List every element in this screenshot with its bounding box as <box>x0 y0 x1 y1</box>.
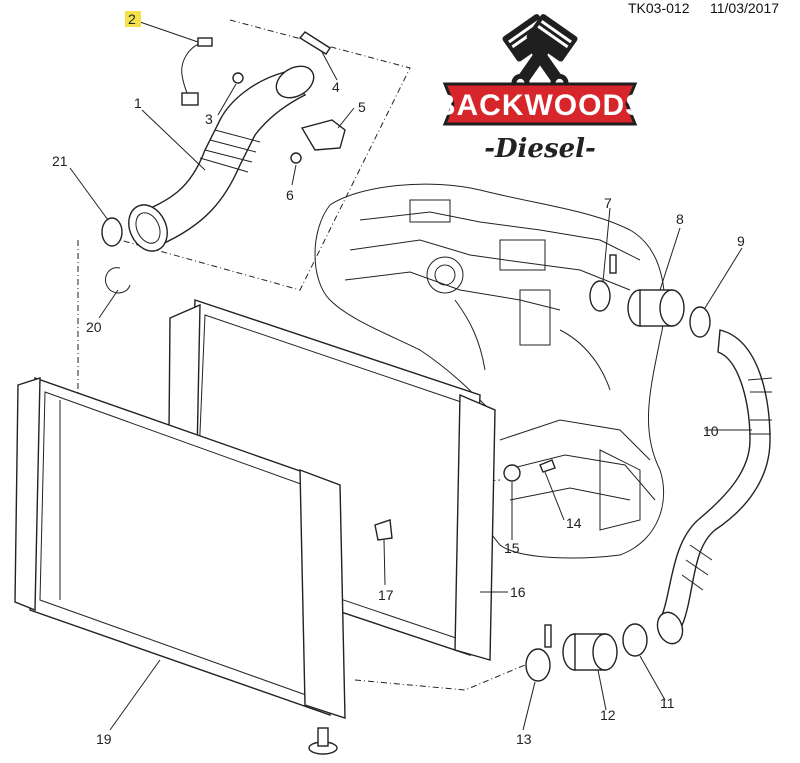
drawing-date: 11/03/2017 <box>710 0 779 16</box>
logo-banner <box>442 82 638 126</box>
callout-5: 5 <box>358 99 366 115</box>
bolt-3 <box>232 72 244 84</box>
callout-8: 8 <box>676 211 684 227</box>
engine-block <box>314 183 665 559</box>
retainer-clip-20 <box>105 267 131 294</box>
coupler-8 <box>627 289 685 327</box>
fastener-14 <box>539 459 556 473</box>
radiator <box>14 377 346 719</box>
callout-16: 16 <box>510 584 526 600</box>
callout-21: 21 <box>52 153 68 169</box>
drawing-id: TK03-012 <box>628 0 690 16</box>
sensor-body <box>181 92 199 106</box>
callout-6: 6 <box>286 187 294 203</box>
callout-17: 17 <box>378 587 394 603</box>
callout-highlight-2 <box>125 11 141 27</box>
logo-title: BACKWOODS <box>434 89 646 122</box>
callout-9: 9 <box>737 233 745 249</box>
clamp-13 <box>525 648 551 682</box>
callout-10: 10 <box>703 423 719 439</box>
clamp-11 <box>622 623 648 657</box>
clamp-7-screw <box>609 254 617 274</box>
callout-2: 2 <box>128 11 136 27</box>
clamp-9 <box>689 306 711 338</box>
grommet-15 <box>503 464 521 482</box>
sensor-harness <box>181 41 206 101</box>
drain-plug-stem <box>317 727 329 747</box>
bolt-6 <box>290 152 302 164</box>
intake-pipe <box>128 65 315 252</box>
callout-7: 7 <box>604 195 612 211</box>
callout-11: 11 <box>660 695 675 711</box>
bracket-5 <box>300 119 346 151</box>
coupler-12 <box>562 633 618 671</box>
callout-3: 3 <box>205 111 213 127</box>
sensor-connector <box>197 37 213 47</box>
reference-outline-upper <box>119 19 411 291</box>
clamp-7 <box>589 280 611 312</box>
callout-15: 15 <box>504 540 520 556</box>
callout-12: 12 <box>600 707 616 723</box>
clamp-13-screw <box>544 624 552 648</box>
callout-19: 19 <box>96 731 112 747</box>
backwoods-diesel-logo: BACKWOODS -Diesel- <box>434 14 646 164</box>
callout-labels: 2 1 3 4 5 6 7 8 9 10 11 12 13 14 15 16 1… <box>52 11 745 747</box>
callout-4: 4 <box>332 79 340 95</box>
callout-14: 14 <box>566 515 582 531</box>
rod-4 <box>298 31 331 55</box>
leader-lines <box>69 21 752 731</box>
clip-17 <box>374 519 393 541</box>
logo-subtitle: -Diesel- <box>484 134 596 164</box>
callout-1: 1 <box>134 95 142 111</box>
outlet-hose <box>656 329 773 645</box>
callout-13: 13 <box>516 731 532 747</box>
callout-20: 20 <box>86 319 102 335</box>
reference-line-lower <box>354 664 526 691</box>
seal-ring-21 <box>101 217 123 247</box>
